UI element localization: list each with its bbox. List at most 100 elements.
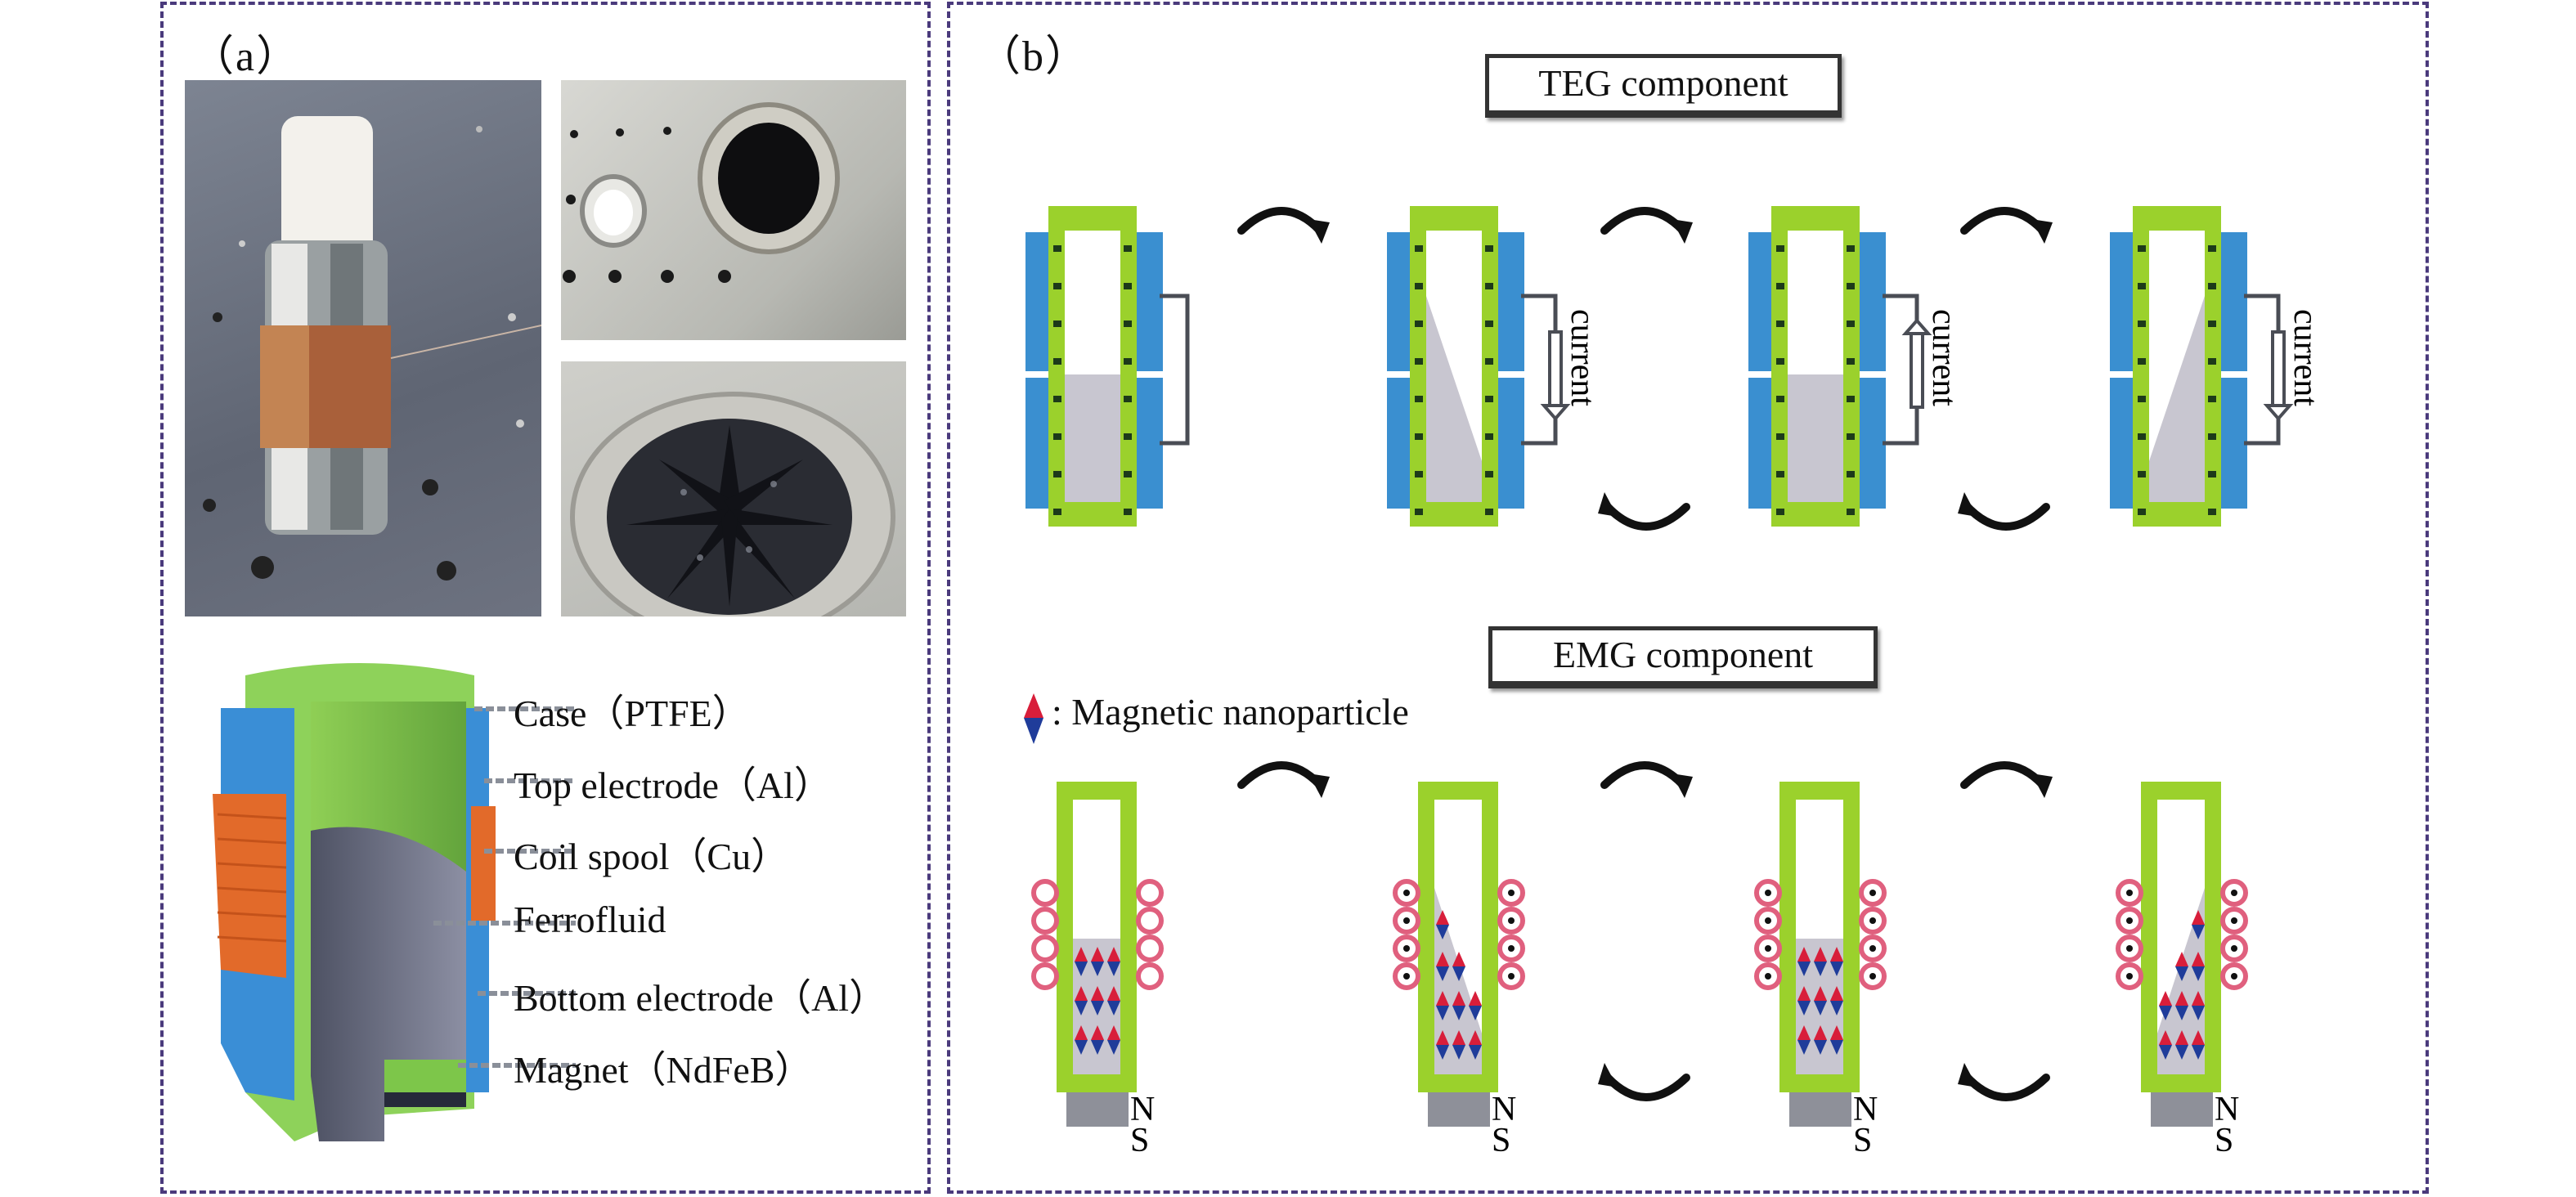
electrode-contact xyxy=(1415,433,1423,440)
particle-south xyxy=(2159,1045,2172,1060)
particle-north xyxy=(1452,991,1465,1006)
rotate-arrow-ccw xyxy=(1958,1063,2050,1101)
electrode-contact xyxy=(1485,245,1493,252)
top-electrode-right xyxy=(1498,232,1524,371)
electrode-contact xyxy=(2138,509,2146,515)
particle-north xyxy=(2192,952,2205,966)
leader-line xyxy=(458,1063,576,1068)
particle-north xyxy=(2159,991,2172,1006)
magnetic-nanoparticle xyxy=(1452,991,1465,1020)
magnetic-nanoparticle xyxy=(1797,947,1811,976)
particle-south xyxy=(1797,1001,1811,1015)
magnetic-nanoparticle xyxy=(1830,947,1843,976)
ferrofluid xyxy=(1065,374,1120,502)
electrode-contact xyxy=(1415,396,1423,402)
particle-south xyxy=(1075,1040,1088,1055)
arc-stroke xyxy=(1960,207,2047,235)
coil-current-dot xyxy=(2126,917,2133,924)
ferrofluid xyxy=(1426,296,1482,502)
arc-stroke xyxy=(1963,503,2050,531)
bottom-electrode-right xyxy=(1860,378,1886,509)
electrode-contact xyxy=(1847,509,1855,515)
arc-stroke xyxy=(1604,503,1690,531)
current-label: current xyxy=(2287,309,2324,406)
electrode-contact xyxy=(1776,396,1784,402)
pole-s-label: S xyxy=(1130,1122,1149,1159)
magnetic-nanoparticle xyxy=(1469,1030,1482,1060)
electrode-contact xyxy=(2138,471,2146,477)
electrode-contact xyxy=(1124,509,1132,515)
electrode-contact xyxy=(1847,433,1855,440)
electrode-contact xyxy=(2138,396,2146,402)
magnetic-nanoparticle xyxy=(1091,1025,1104,1055)
magnet xyxy=(2151,1092,2213,1127)
ferrofluid-spikes-photo xyxy=(561,361,906,616)
particle-south xyxy=(1436,1006,1449,1020)
electrode-contact xyxy=(1124,358,1132,365)
electrode-contact xyxy=(1415,358,1423,365)
magnet xyxy=(1066,1092,1129,1127)
magnetic-nanoparticle xyxy=(1075,986,1088,1015)
panel-a: （a） xyxy=(160,2,931,1194)
circuit-wire xyxy=(1160,294,1190,446)
pole-s-label: S xyxy=(1492,1122,1510,1159)
electrode-contact xyxy=(1485,358,1493,365)
leader-line xyxy=(484,778,576,783)
bottom-electrode-right xyxy=(2221,378,2247,509)
particle-north xyxy=(2192,991,2205,1006)
electrode-contact xyxy=(1053,509,1061,515)
electrode-contact xyxy=(1124,245,1132,252)
coil-current-dot xyxy=(2126,973,2133,980)
particle-south xyxy=(1452,1006,1465,1020)
magnetic-nanoparticle xyxy=(1452,1030,1465,1060)
electrode-contact xyxy=(1776,283,1784,289)
coil-current-dot xyxy=(1765,973,1771,980)
coil-current-dot xyxy=(2231,890,2237,896)
electrode-contact xyxy=(1847,358,1855,365)
label-top-electrode: Top electrode（Al） xyxy=(514,764,832,806)
electrode-contact xyxy=(2208,396,2216,402)
electrode-contact xyxy=(1847,321,1855,327)
particle-north xyxy=(1436,1030,1449,1045)
coil-current-dot xyxy=(1508,945,1515,952)
electrode-contact xyxy=(1415,509,1423,515)
nanoparticle-legend-label: : Magnetic nanoparticle xyxy=(1052,691,1409,733)
electrode-contact xyxy=(2208,283,2216,289)
electrode-contact xyxy=(1776,433,1784,440)
teg-state-2: current xyxy=(1387,206,1601,527)
top-electrode-left xyxy=(1387,232,1413,371)
particle-south xyxy=(2192,925,2205,939)
bottom-electrode-left xyxy=(1025,378,1052,509)
panel-b: （b） TEG component EMG component : Magnet… xyxy=(947,2,2429,1194)
label-bottom-electrode: Bottom electrode（Al） xyxy=(514,977,887,1019)
current-arrow-shaft xyxy=(1910,330,1924,409)
coil-current-dot xyxy=(1403,917,1410,924)
electrode-contact xyxy=(1485,321,1493,327)
particle-north xyxy=(1436,952,1449,966)
particle-south xyxy=(1814,962,1827,976)
particle-south xyxy=(1091,1040,1104,1055)
teg-state-1 xyxy=(1025,206,1190,527)
electrode-contact xyxy=(1053,321,1061,327)
arc-stroke xyxy=(1237,207,1324,235)
particle-south xyxy=(2192,966,2205,981)
particle-south xyxy=(1797,1040,1811,1055)
coil-turn xyxy=(1031,879,1059,907)
pole-s-label: S xyxy=(2215,1122,2233,1159)
electrode-contact xyxy=(2138,321,2146,327)
electrode-contact xyxy=(2208,509,2216,515)
magnetic-nanoparticle xyxy=(2192,910,2205,939)
electrode-contact xyxy=(1053,245,1061,252)
particle-south xyxy=(1107,1040,1120,1055)
rotate-arrow-cw xyxy=(1960,761,2053,798)
particle-south xyxy=(1107,962,1120,976)
arrowhead xyxy=(1308,219,1330,244)
particle-south xyxy=(2159,1006,2172,1020)
electrode-contact xyxy=(1124,396,1132,402)
coil-current-dot xyxy=(2231,917,2237,924)
particle-south xyxy=(1436,1045,1449,1060)
magnetic-nanoparticle xyxy=(1091,986,1104,1015)
case-top-photo xyxy=(561,80,906,340)
particle-south xyxy=(1452,1045,1465,1060)
electrode-contact xyxy=(2208,358,2216,365)
